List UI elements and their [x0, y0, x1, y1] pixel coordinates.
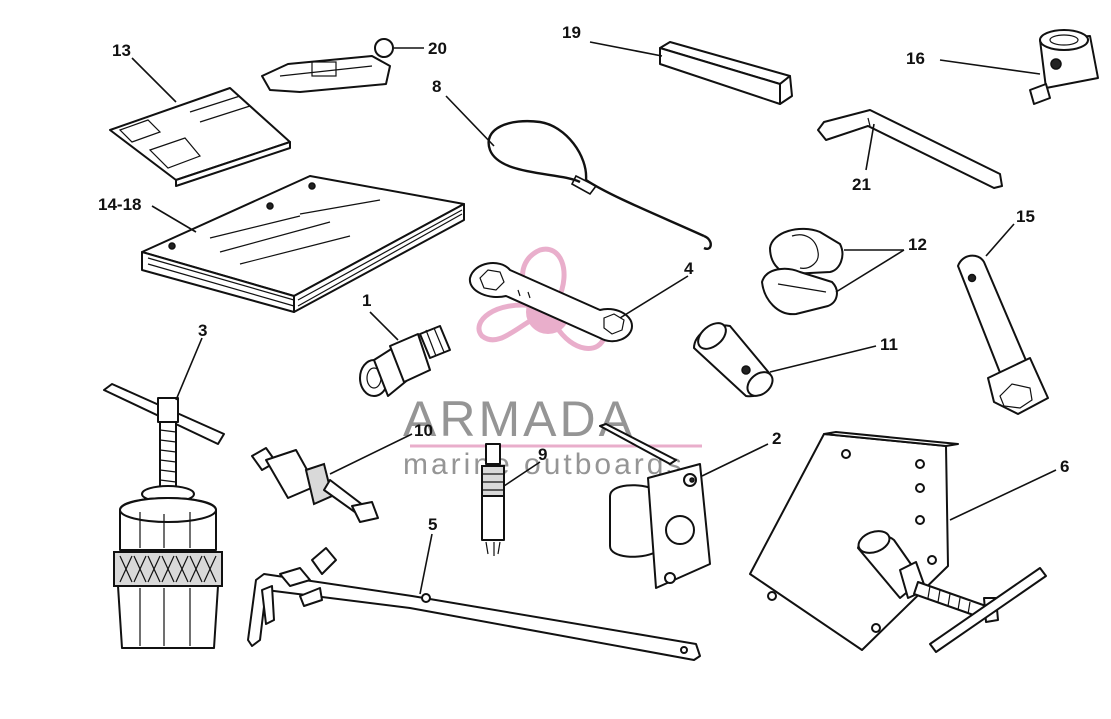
callout-1: 1 [362, 291, 371, 310]
part-1-adapter [359, 325, 451, 397]
leader-6 [949, 469, 1057, 521]
callout-11: 11 [880, 335, 898, 354]
callout-19: 19 [562, 23, 581, 42]
leader-10 [329, 433, 413, 475]
leader-21 [865, 123, 875, 171]
part-9-valve-tool [481, 443, 505, 556]
part-14-18-manual-stack [141, 175, 465, 313]
callout-10: 10 [414, 421, 433, 440]
callout-14-18: 14-18 [98, 195, 141, 214]
part-5-flywheel-holder [247, 547, 701, 661]
callout-5: 5 [428, 515, 437, 534]
callout-12: 12 [908, 235, 927, 254]
part-6-plate-puller [749, 431, 1047, 653]
callout-8: 8 [432, 77, 441, 96]
callout-4: 4 [684, 259, 694, 278]
part-10-probe [251, 447, 379, 523]
leader-1 [369, 311, 399, 341]
leader-14-18 [151, 205, 197, 233]
callout-16: 16 [906, 49, 925, 68]
watermark: ARMADA marine outboards [403, 246, 702, 481]
part-8-wire-loop [487, 120, 712, 250]
part-2-flanged-housing [599, 423, 711, 589]
leader-4 [619, 275, 689, 319]
callout-3: 3 [198, 321, 207, 340]
leader-13 [131, 57, 177, 103]
part-21-allen-key [817, 109, 1003, 189]
part-15-box-spanner [957, 254, 1049, 415]
leader-19 [589, 41, 663, 57]
leader-12b [835, 249, 905, 293]
leader-3 [175, 337, 203, 401]
part-4-ring-spanner [468, 262, 633, 343]
leader-5 [419, 533, 433, 595]
part-13-booklet [109, 87, 291, 187]
callout-6: 6 [1060, 457, 1069, 476]
callout-21: 21 [852, 175, 871, 194]
part-20-lanyard-clip [261, 38, 394, 93]
leader-16 [939, 59, 1041, 75]
leader-8 [445, 95, 495, 147]
callout-9: 9 [538, 445, 547, 464]
leader-9 [503, 461, 541, 487]
callout-13: 13 [112, 41, 131, 60]
part-19-square-bar [659, 41, 793, 105]
part-11-sleeve [693, 322, 774, 398]
part-3-puller [103, 383, 225, 649]
callout-20: 20 [428, 39, 447, 58]
watermark-title: ARMADA [403, 391, 635, 447]
leader-15 [985, 223, 1015, 257]
leader-11 [769, 345, 877, 373]
watermark-subtitle: marine outboards [403, 448, 684, 481]
leader-2 [701, 443, 769, 477]
part-12-clamp-halves [761, 227, 844, 316]
callout-2: 2 [772, 429, 781, 448]
callout-15: 15 [1016, 207, 1035, 226]
part-16-tube-spanner [1029, 29, 1099, 105]
